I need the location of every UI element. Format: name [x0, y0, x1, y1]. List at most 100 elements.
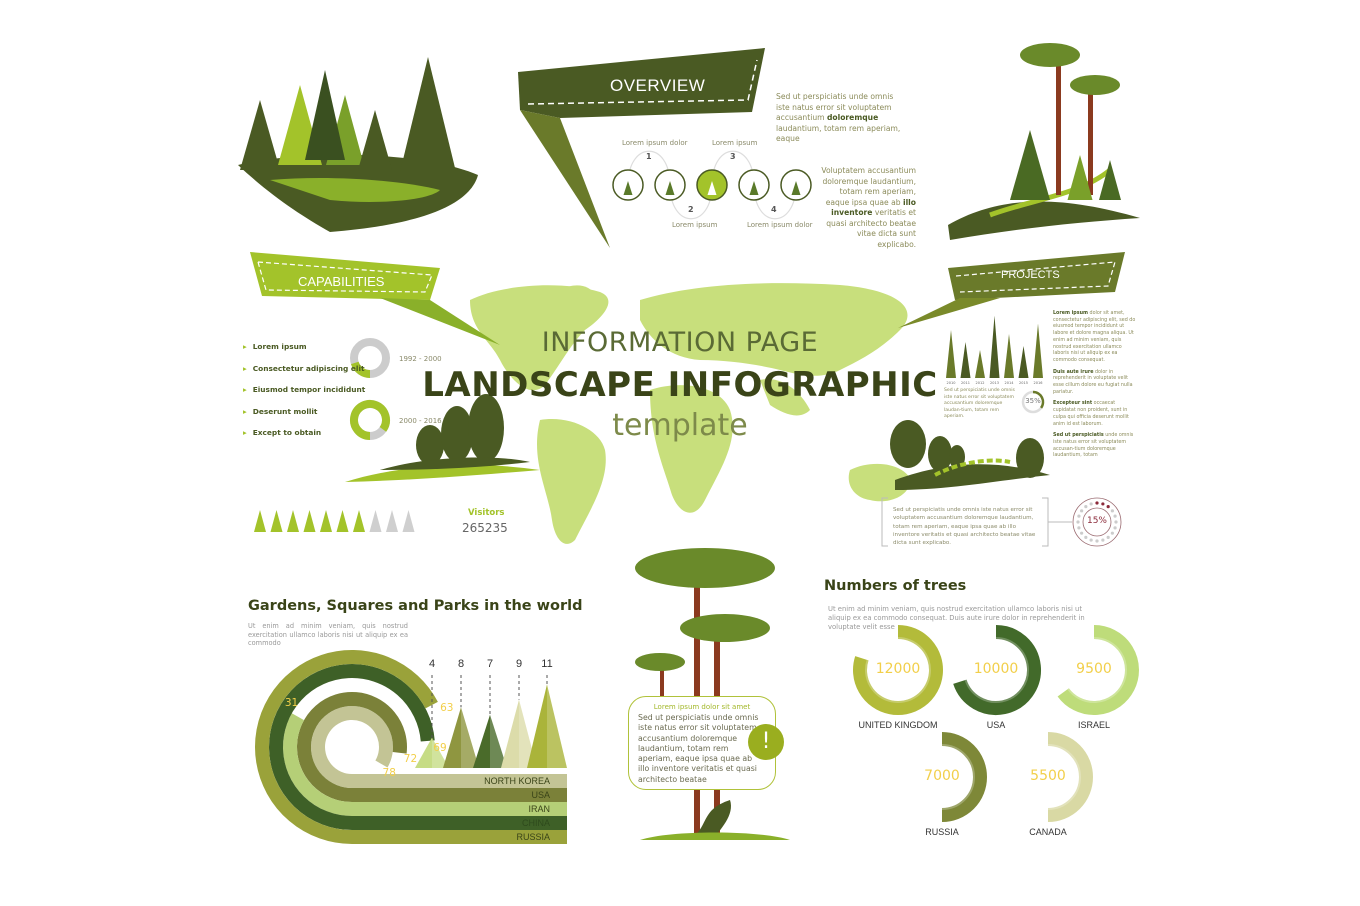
- world-map-landmass: [848, 463, 911, 502]
- projects-paragraph: Excepteur sint occaecat cupidatat non pr…: [1053, 401, 1129, 427]
- arc-value-label: 78: [382, 767, 396, 780]
- step-1-number: 1: [646, 152, 652, 161]
- projects-banner: [948, 252, 1125, 300]
- tree-count-arc-inner: [941, 744, 975, 810]
- progress-dot: [1110, 509, 1114, 513]
- tree-icon: [749, 181, 759, 195]
- triangle-bar-left: [501, 699, 519, 768]
- band-label: CHINA: [521, 818, 550, 828]
- park-path: [934, 458, 1011, 477]
- ground: [640, 832, 790, 840]
- step-3-label: Lorem ipsum: [712, 139, 758, 147]
- pine-tree-icon: [1067, 155, 1093, 200]
- project-spike: [989, 315, 1000, 378]
- visitor-tree-icon: [303, 510, 316, 532]
- progress-dot: [1106, 535, 1110, 539]
- numbers-subtitle: Ut enim ad minim veniam, quis nostrud ex…: [828, 605, 1085, 631]
- project-spike: [960, 342, 971, 378]
- projects-paragraph: Sed ut perspiciatis unde omnis iste natu…: [1053, 433, 1134, 459]
- triangle-bar-right: [490, 714, 507, 768]
- triangle-bar-right: [461, 707, 479, 768]
- banner-stitch: [257, 261, 433, 293]
- gardens-subtitle: Ut enim ad minim veniam, quis nostrud ex…: [248, 622, 408, 647]
- triangle-value-label: 8: [457, 658, 465, 670]
- progress-dot: [1113, 514, 1117, 518]
- project-spike: [975, 350, 985, 378]
- tree-count-value: 12000: [875, 661, 921, 677]
- overview-banner-tail: [520, 110, 610, 248]
- dots-ring-inner: [1082, 507, 1112, 537]
- winding-path: [690, 800, 731, 840]
- tree-count-arc-inner: [1047, 744, 1081, 810]
- round-tree-icon: [1016, 438, 1044, 478]
- pine-tree-icon: [1010, 130, 1050, 200]
- step-3-number: 3: [730, 152, 736, 161]
- tree-count-country: CANADA: [1029, 827, 1067, 837]
- progress-dot: [1089, 538, 1093, 542]
- cypress-tree-icon: [468, 394, 504, 462]
- arc-band-north-korea: [311, 706, 393, 788]
- progress-dot: [1106, 505, 1110, 509]
- pine-tree-icon: [305, 70, 345, 160]
- world-map-landmass: [537, 419, 606, 544]
- banner-stitch: [955, 261, 1116, 293]
- capability-item: Consectetur adipiscing elit: [243, 364, 365, 386]
- arc-value-label: 72: [403, 753, 418, 766]
- tree-icon: [623, 181, 633, 195]
- visitor-tree-icon: [287, 510, 299, 532]
- visitor-tree-icon: [254, 510, 266, 532]
- triangle-value-label: 7: [486, 658, 494, 670]
- tree-count-country: UNITED KINGDOM: [858, 720, 938, 730]
- arc-band-china: [269, 664, 435, 830]
- tree-icon: [791, 181, 801, 195]
- tree-box-heading: Lorem ipsum dolor sit amet: [653, 703, 751, 711]
- visitors-label: Visitors: [468, 508, 505, 518]
- progress-dot: [1080, 531, 1084, 535]
- band-label: USA: [531, 790, 550, 800]
- tree-canopy: [680, 614, 770, 642]
- world-map-landmass: [650, 385, 733, 513]
- visitors-value: 265235: [462, 521, 508, 535]
- world-map-landmass: [760, 379, 810, 416]
- dots-percent-label: 15%: [1086, 516, 1107, 526]
- donut-1-label: 1992 - 2000: [399, 355, 442, 363]
- pine-tree-icon: [358, 110, 392, 170]
- overview-text-2: Voluptatem accusantium doloremque laudan…: [821, 166, 916, 249]
- horizontal-band-usa: [352, 788, 567, 802]
- tree-count-arc-inner: [964, 637, 1029, 703]
- project-year-label: 2015: [1019, 381, 1028, 385]
- arc-value-label: 31: [284, 697, 299, 710]
- overview-text-1: Sed ut perspiciatis unde omnis iste natu…: [776, 92, 901, 143]
- project-spike: [946, 330, 956, 378]
- tree-canopy: [635, 653, 685, 671]
- visitor-tree-icon: [270, 510, 283, 532]
- world-map-landmass: [640, 283, 908, 376]
- progress-dot: [1076, 520, 1080, 524]
- pine-tree-icon: [240, 100, 280, 170]
- dots-ring: [1072, 497, 1122, 547]
- tree-trunk: [1088, 90, 1093, 195]
- step-2-label: Lorem ipsum: [672, 221, 718, 229]
- step-4-label: Lorem ipsum dolor: [747, 221, 813, 229]
- projects-percent-label: 35%: [1025, 397, 1041, 405]
- tree-count-value: 7000: [924, 768, 960, 784]
- projects-bottom-text: Sed ut perspiciatis unde omnis iste natu…: [893, 507, 1036, 547]
- band-label: IRAN: [528, 804, 550, 814]
- title-line-3: template: [612, 408, 748, 443]
- horizontal-band-iran: [352, 802, 567, 816]
- horizontal-band-china: [352, 816, 567, 830]
- arc-band-iran: [283, 713, 353, 816]
- capabilities-banner-tail: [380, 298, 500, 345]
- projects-paragraph: Lorem ipsum dolor sit amet, consectetur …: [1053, 311, 1136, 363]
- visitor-tree-icon: [353, 510, 365, 532]
- projects-paragraph: Duis aute irure dolor in reprehenderit i…: [1053, 369, 1133, 395]
- horizontal-band-north-korea: [352, 774, 567, 788]
- capability-item: Except to obtain: [243, 428, 365, 450]
- project-year-label: 2014: [1005, 381, 1015, 385]
- triangle-bar-left: [527, 684, 547, 768]
- tree-count-value: 10000: [973, 661, 1019, 677]
- triangle-bar-left: [443, 707, 461, 768]
- tree-count-value: 9500: [1076, 661, 1112, 677]
- tree-trunk: [1056, 65, 1061, 195]
